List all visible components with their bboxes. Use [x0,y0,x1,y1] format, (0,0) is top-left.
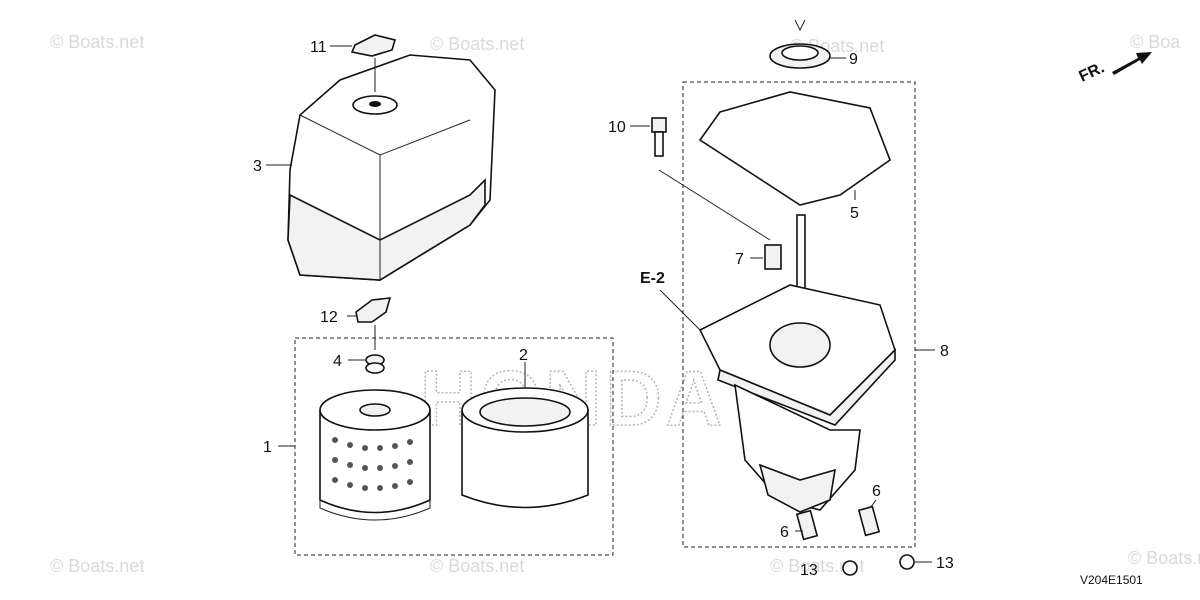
filter-element-part-1 [319,389,431,521]
callout-13-lower: 13 [800,562,818,579]
callout-1: 1 [263,439,272,456]
section-ref-label: E-2 [640,270,665,287]
wing-nut-part-11 [350,34,397,92]
front-direction-indicator: FR. [1077,52,1152,86]
watermark-bottom-center: © Boats.net [430,556,524,576]
seal-part-9 [769,19,831,69]
callout-4: 4 [333,353,342,370]
callout-2: 2 [519,347,528,364]
gasket-part-5 [698,91,891,206]
clamp-part-13 [842,554,915,576]
watermark-bottom-right: © Boats.net [1128,548,1200,568]
tube-part-6 [795,505,881,541]
watermark-top-left: © Boats.net [50,32,144,52]
watermark-bottom-mid: © Boats.net [770,556,864,576]
case-part-8 [698,284,896,513]
callout-9: 9 [849,51,858,68]
callout-12: 12 [320,309,338,326]
direction-label: FR. [1077,59,1108,85]
callout-8: 8 [940,343,949,360]
callout-13-right: 13 [936,555,954,572]
wing-nut-part-12 [355,297,392,350]
callout-6-upper: 6 [872,483,881,500]
collar-part-7 [764,244,782,270]
leader-lines [266,45,935,563]
watermark-top-center: © Boats.net [430,34,524,54]
watermark-bottom-left: © Boats.net [50,556,144,576]
callout-10: 10 [608,119,626,136]
arrow-icon [1112,52,1152,75]
bolt-part-10 [651,117,771,241]
diagram-reference-code: V204E1501 [1080,573,1143,587]
callout-5: 5 [850,205,859,222]
foam-element-part-2 [461,387,589,509]
case-assembly-box [682,81,916,548]
watermark-top-edge: © Boa [1130,32,1181,52]
callout-3: 3 [253,158,262,175]
callout-11: 11 [310,39,327,56]
callout-7: 7 [735,251,744,268]
cover-part-3 [287,54,496,281]
grommet-part-4 [365,354,385,374]
callout-6-lower: 6 [780,524,789,541]
